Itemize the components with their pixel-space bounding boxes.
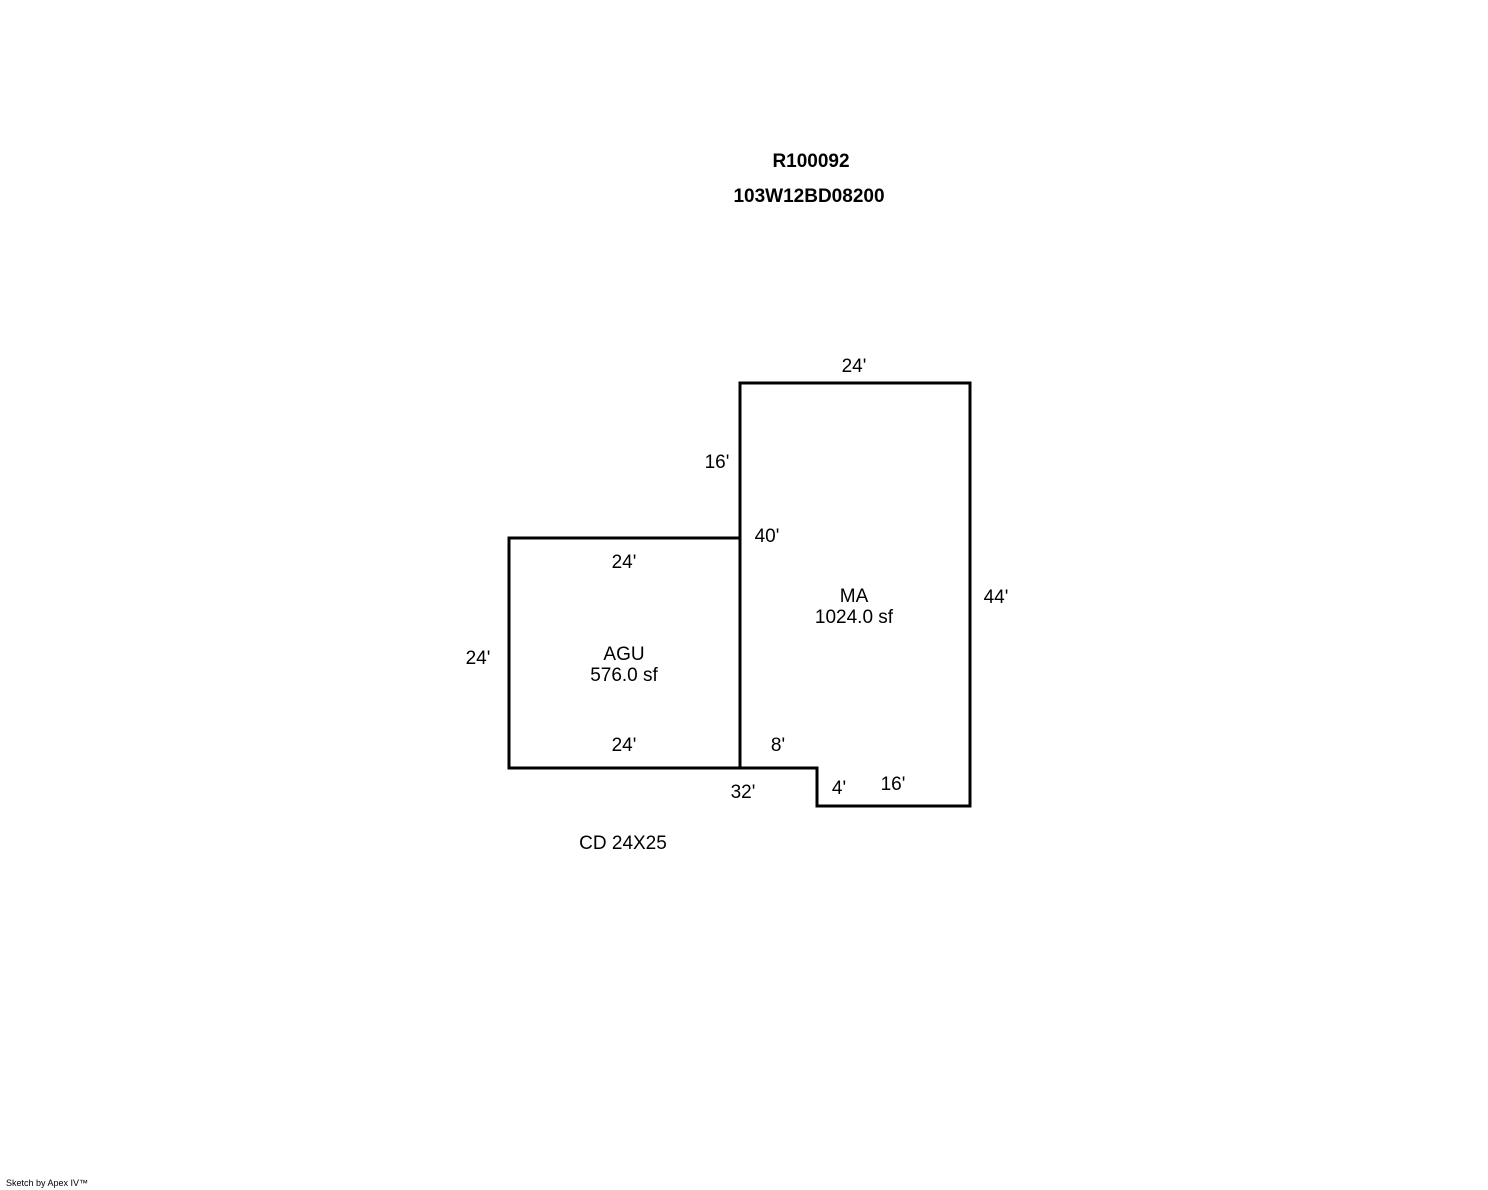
- parcel-number-title: 103W12BD08200: [733, 186, 885, 207]
- dim-agu-top: 24': [612, 552, 637, 573]
- garage-outline: [507, 536, 742, 770]
- dim-ma-top: 24': [842, 356, 867, 377]
- dim-combined-bottom: 32': [731, 782, 756, 803]
- dim-ma-left-upper: 16': [705, 452, 730, 473]
- deck-note: CD 24X25: [579, 833, 667, 854]
- dim-ma-left-full: 40': [755, 526, 780, 547]
- dim-agu-bottom: 24': [612, 735, 637, 756]
- main-area-code: MA: [840, 586, 869, 607]
- garage-area-size: 576.0 sf: [590, 665, 658, 686]
- dim-ma-step-vertical: 4': [832, 778, 846, 799]
- dim-ma-bottom: 16': [881, 774, 906, 795]
- dim-agu-left: 24': [466, 648, 491, 669]
- record-id-title: R100092: [772, 151, 850, 172]
- dim-ma-right: 44': [984, 587, 1009, 608]
- garage-area-code: AGU: [603, 644, 644, 665]
- software-credit: Sketch by Apex IV™: [6, 1178, 89, 1188]
- main-area-size: 1024.0 sf: [815, 607, 894, 628]
- dim-ma-step-horizontal: 8': [771, 735, 785, 756]
